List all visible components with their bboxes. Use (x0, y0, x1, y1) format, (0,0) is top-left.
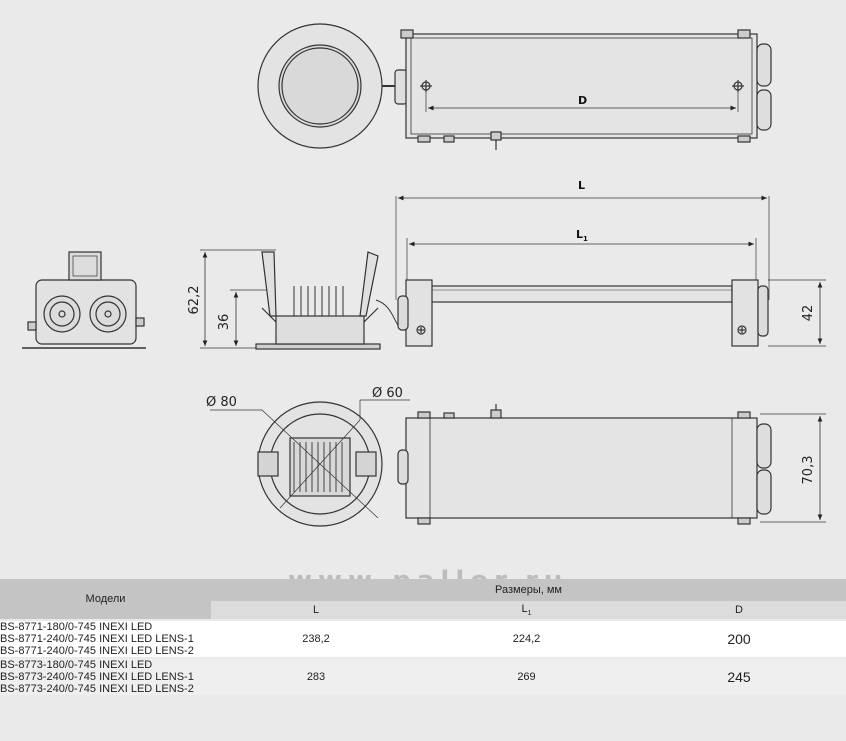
top-view (257, 23, 772, 150)
header-L: L (211, 600, 421, 619)
header-dimensions: Размеры, мм (211, 579, 846, 601)
bottom-view (210, 399, 826, 527)
profile-view (200, 249, 401, 350)
dim-D: D (578, 94, 587, 107)
dim-36: 36 (217, 314, 232, 331)
dim-62: 62,2 (187, 286, 202, 315)
model-name: BS-8773-240/0-745 INEXI LED LENS-1 (0, 671, 194, 683)
value-L1: 224,2 (421, 621, 632, 657)
model-name: BS-8771-240/0-745 INEXI LED LENS-1 (0, 633, 194, 645)
dimensions-table: Модели Размеры, мм L L1 D BS-8771-180/0-… (0, 579, 846, 695)
table-row: BS-8771-180/0-745 INEXI LED BS-8771-240/… (0, 621, 846, 657)
table-row: BS-8773-180/0-745 INEXI LED BS-8773-240/… (0, 659, 846, 695)
model-name: BS-8773-240/0-745 INEXI LED LENS-2 (0, 683, 194, 695)
header-L1: L1 (421, 600, 632, 619)
value-D: 200 (632, 621, 846, 657)
dim-42: 42 (801, 305, 816, 322)
row-models: BS-8773-180/0-745 INEXI LED BS-8773-240/… (0, 659, 211, 695)
value-L: 283 (211, 659, 421, 695)
end-view (22, 251, 146, 349)
model-name: BS-8771-180/0-745 INEXI LED (0, 621, 153, 633)
model-name: BS-8771-240/0-745 INEXI LED LENS-2 (0, 645, 194, 657)
dim-L: L (578, 179, 585, 192)
row-models: BS-8771-180/0-745 INEXI LED BS-8771-240/… (0, 621, 211, 657)
value-D: 245 (632, 659, 846, 695)
tube-side-view (395, 195, 826, 347)
model-name: BS-8773-180/0-745 INEXI LED (0, 659, 153, 671)
value-L: 238,2 (211, 621, 421, 657)
header-D: D (632, 600, 846, 619)
dim-d60: Ø 60 (372, 386, 403, 401)
value-L1: 269 (421, 659, 632, 695)
dim-d80: Ø 80 (206, 395, 237, 410)
technical-drawing: D 62,2 36 (22, 23, 826, 527)
dim-L1: L1 (576, 228, 588, 243)
header-models: Модели (0, 579, 211, 619)
dim-70: 70,3 (801, 456, 816, 485)
